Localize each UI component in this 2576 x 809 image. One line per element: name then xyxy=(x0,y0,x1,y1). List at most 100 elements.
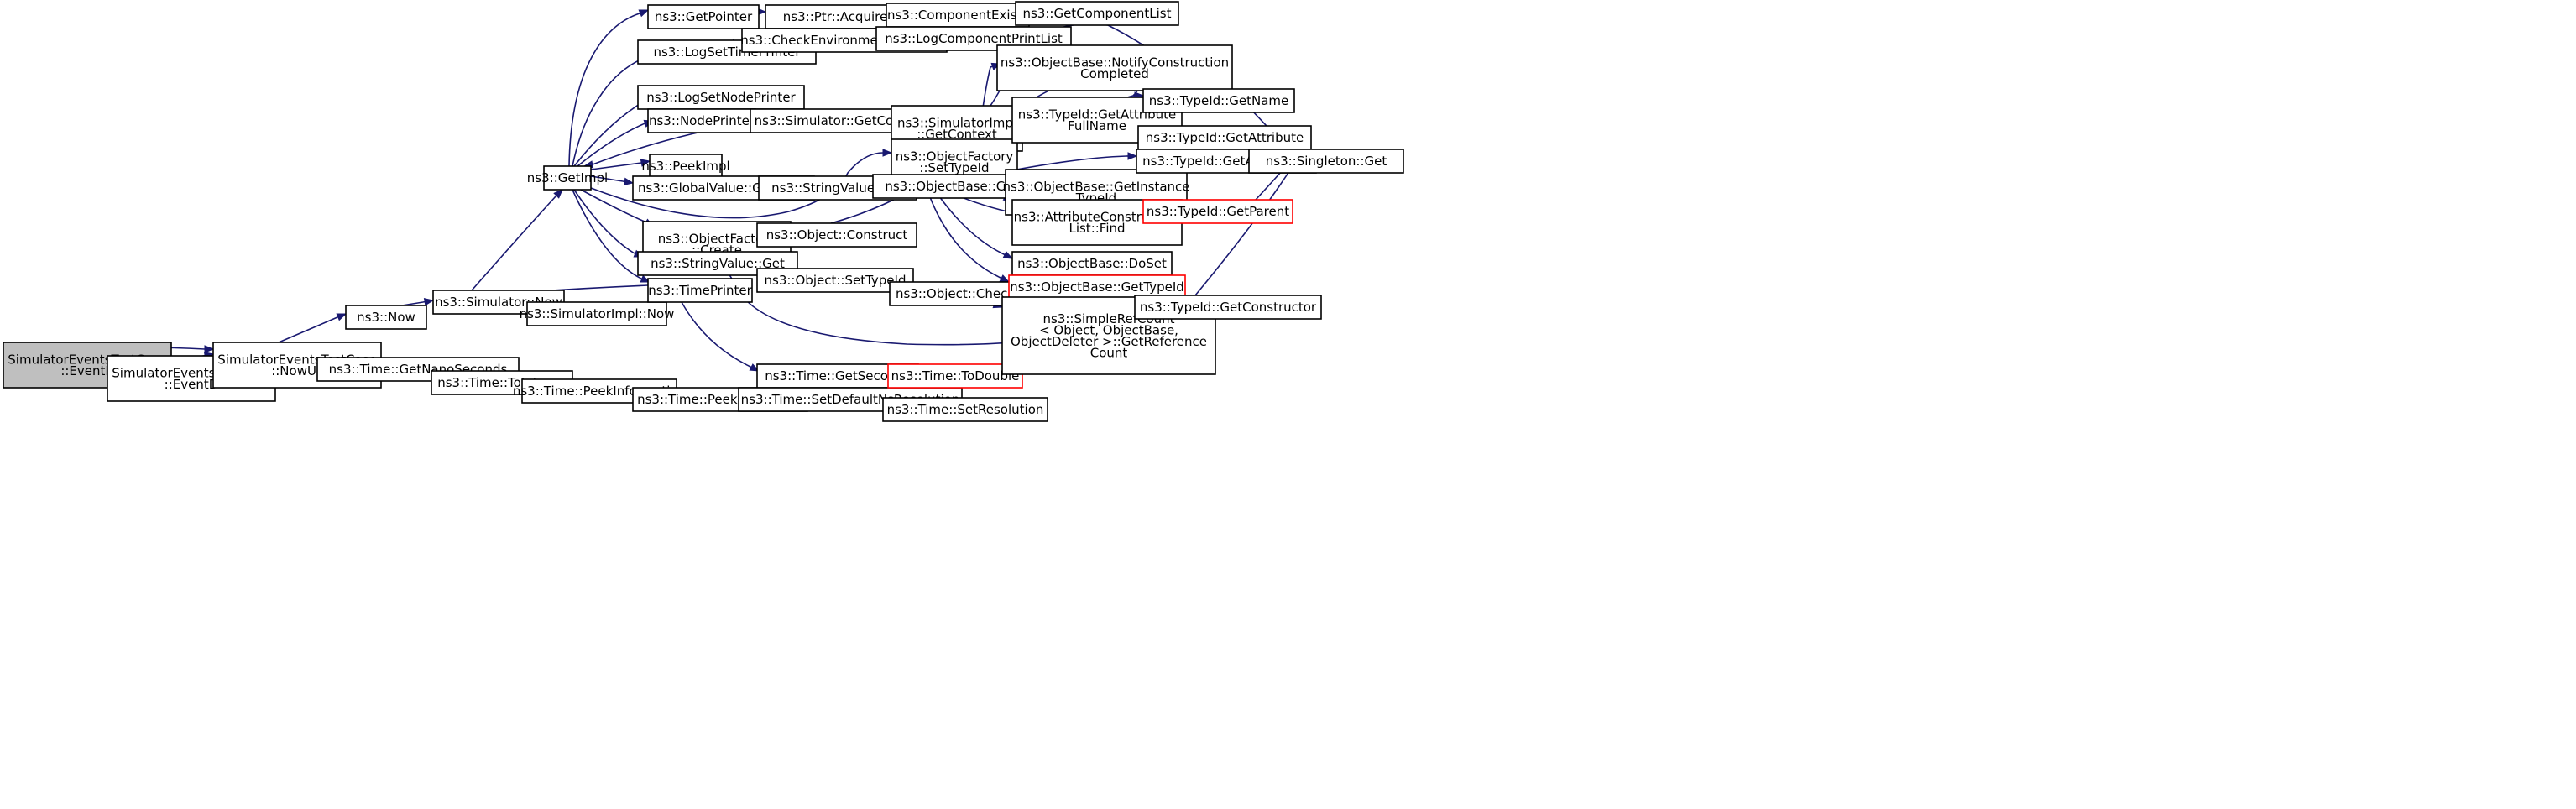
node-box xyxy=(1142,88,1295,113)
node-label-line: ns3::Time::ToDouble xyxy=(891,368,1020,384)
node-label-line: ::EventD xyxy=(165,377,219,392)
edge-line xyxy=(471,196,556,291)
edge-getImpl-to-peekImpl xyxy=(590,159,651,170)
node-box xyxy=(882,397,1048,422)
node-label-line: ::EventB xyxy=(60,363,113,378)
node-logSetNode[interactable]: ns3::LogSetNodePrinter xyxy=(637,85,805,110)
edge-line-end xyxy=(748,365,752,368)
node-label-line: ns3::LogSetNodePrinter xyxy=(646,90,796,105)
node-singletonGet[interactable]: ns3::Singleton::Get xyxy=(1248,149,1404,174)
node-label-line: ::SetTypeId xyxy=(919,160,989,175)
node-peekImpl[interactable]: ns3::PeekImpl xyxy=(641,154,730,179)
node-box xyxy=(996,44,1233,91)
node-label-line: ns3::Object::Check xyxy=(896,286,1015,301)
node-box xyxy=(345,305,427,330)
edge-simNow-to-getImpl xyxy=(471,189,563,291)
node-label-line: ns3::AttributeConstruction xyxy=(1014,209,1181,224)
edge-line xyxy=(1194,165,1293,296)
node-label-line: < Object, ObjectBase, xyxy=(1039,322,1178,337)
node-objConstruct[interactable]: ns3::Object::Construct xyxy=(756,222,917,248)
node-box xyxy=(637,85,805,110)
node-objCheck[interactable]: ns3::Object::Check xyxy=(889,281,1022,306)
node-label-line: ns3::TypeId::GetName xyxy=(1149,93,1288,108)
node-box xyxy=(889,281,1022,306)
node-box xyxy=(543,165,592,191)
node-label-line: ns3::TypeId::GetParent xyxy=(1147,204,1289,219)
node-box xyxy=(1134,295,1322,320)
node-box xyxy=(647,278,753,303)
node-label-line: ObjectDeleter >::GetReference xyxy=(1011,334,1207,349)
edge-line-end xyxy=(642,123,645,125)
node-label-line: ns3::Now xyxy=(357,310,415,325)
node-tidGetCtor[interactable]: ns3::TypeId::GetConstructor xyxy=(1134,295,1322,320)
node-label-line: ns3::StringValue::Set xyxy=(771,180,904,196)
edge-arrowhead xyxy=(638,9,650,18)
node-label-line: ns3::TimePrinter xyxy=(648,283,752,298)
edge-line-end xyxy=(1001,253,1006,256)
edge-line xyxy=(278,316,338,343)
edge-arrowhead xyxy=(882,149,893,157)
edge-line xyxy=(590,175,624,182)
node-obDoSet[interactable]: ns3::ObjectBase::DoSet xyxy=(1011,251,1173,276)
node-compExists[interactable]: ns3::ComponentExists xyxy=(886,3,1030,28)
node-box xyxy=(887,363,1023,389)
edge-arrowhead xyxy=(1002,251,1014,259)
node-getImpl[interactable]: ns3::GetImpl xyxy=(527,165,608,191)
node-label-line: ns3::GetComponentList xyxy=(1022,6,1171,21)
node-label-line: ns3::Simulator::GetContext xyxy=(755,113,927,128)
edge-line-end xyxy=(990,65,993,68)
node-obNotify[interactable]: ns3::ObjectBase::NotifyConstructionCompl… xyxy=(996,44,1233,91)
node-label-line: ::GetContext xyxy=(917,127,997,142)
node-simImplNow[interactable]: ns3::SimulatorImpl::Now xyxy=(520,301,675,326)
node-label-line: ns3::ObjectBase::NotifyConstruction xyxy=(1001,55,1229,70)
edge-line xyxy=(568,13,640,167)
node-now[interactable]: ns3::Now xyxy=(345,305,427,330)
edge-line xyxy=(926,187,1000,278)
node-label-line: ns3::ObjectFactory xyxy=(896,149,1014,164)
node-tidGetName[interactable]: ns3::TypeId::GetName xyxy=(1142,88,1295,113)
edge-line xyxy=(590,162,642,170)
edge-arrowhead xyxy=(336,313,347,321)
node-label-line: ns3::ObjectBase::GetInstance xyxy=(1003,179,1190,194)
edge-nowUs-to-now xyxy=(278,313,347,343)
node-box xyxy=(647,108,756,133)
node-box xyxy=(1137,125,1312,150)
node-label-line: ::NowUs xyxy=(271,363,323,378)
call-graph-nodes: SimulatorEventsTestCase::EventBSimulator… xyxy=(3,1,1404,422)
node-setRes[interactable]: ns3::Time::SetResolution xyxy=(882,397,1048,422)
edge-line-end xyxy=(998,276,1002,279)
node-objSetTypeId[interactable]: ns3::Object::SetTypeId xyxy=(756,268,914,293)
node-label-line: ns3::ObjectBase::GetTypeId xyxy=(1010,279,1184,295)
edge-line xyxy=(580,189,645,222)
edge-line xyxy=(681,301,750,367)
node-box xyxy=(756,268,914,293)
node-label-line: ns3::Object::Construct xyxy=(766,227,908,243)
node-toDouble[interactable]: ns3::Time::ToDouble xyxy=(887,363,1023,389)
node-tidGetParent[interactable]: ns3::TypeId::GetParent xyxy=(1142,199,1293,224)
node-label-line: ns3::SimulatorImpl xyxy=(897,115,1016,130)
edge-arrowhead xyxy=(1127,152,1138,160)
node-label-line: ns3::Time::SetResolution xyxy=(887,402,1044,417)
edge-getImpl-to-ofSetTypeId xyxy=(590,149,893,219)
node-timePrinter[interactable]: ns3::TimePrinter xyxy=(647,278,753,303)
edge-arrowhead xyxy=(204,345,215,353)
node-label-line: ns3::GetPointer xyxy=(655,9,753,24)
node-label-line: ns3::SimulatorImpl::Now xyxy=(520,306,675,321)
node-label-line: List::Find xyxy=(1069,221,1125,236)
node-ptrAcquire[interactable]: ns3::Ptr::Acquire xyxy=(765,4,906,29)
node-nodePrinter[interactable]: ns3::NodePrinter xyxy=(647,108,756,133)
node-tidGetAttr[interactable]: ns3::TypeId::GetAttribute xyxy=(1137,125,1312,150)
node-label-line: ns3::TypeId::GetAttribute xyxy=(1018,107,1176,122)
node-getPointer[interactable]: ns3::GetPointer xyxy=(647,4,760,29)
edge-arrowhead xyxy=(640,159,651,167)
node-label-line: ns3::ObjectBase::DoSet xyxy=(1017,256,1167,271)
node-box xyxy=(1248,149,1404,174)
node-label-line: ns3::ComponentExists xyxy=(887,8,1028,23)
node-box xyxy=(1142,199,1293,224)
node-getCompList[interactable]: ns3::GetComponentList xyxy=(1015,1,1179,26)
edge-getImpl-to-gvGetValue xyxy=(590,175,635,185)
edge-line xyxy=(573,189,635,254)
node-label-line: Completed xyxy=(1080,66,1149,81)
edge-timePrinter-to-getSeconds xyxy=(681,301,760,372)
edge-line xyxy=(590,152,884,219)
